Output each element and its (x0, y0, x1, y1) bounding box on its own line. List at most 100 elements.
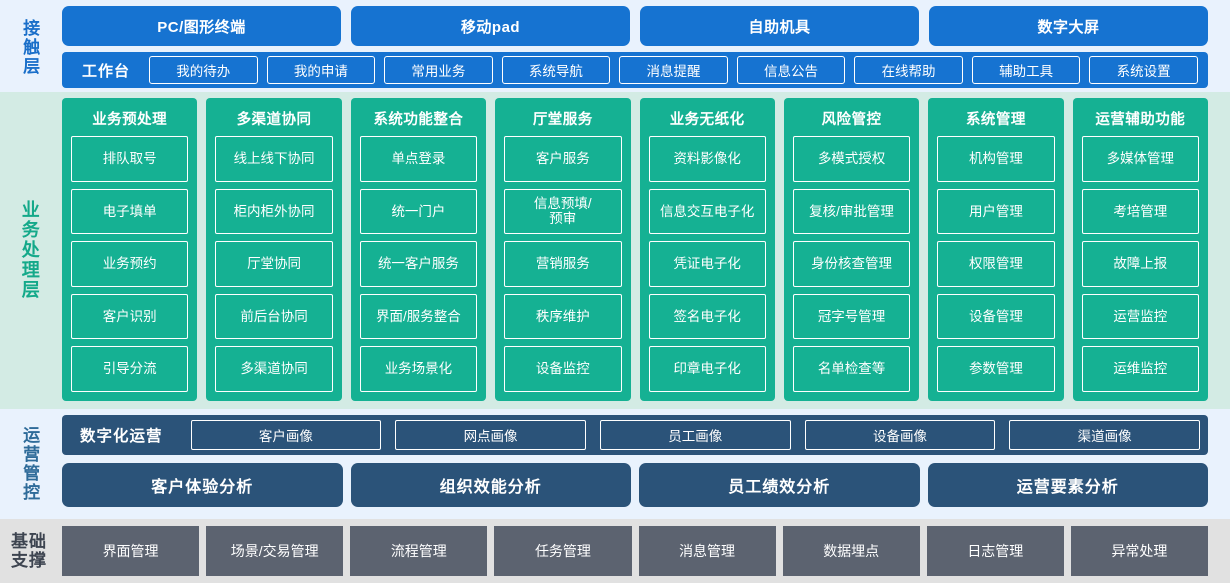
workbench-item-system-settings[interactable]: 系统设置 (1089, 56, 1198, 84)
business-cell[interactable]: 多媒体管理 (1081, 136, 1199, 182)
business-cell[interactable]: 厅堂协同 (215, 241, 333, 287)
workbench-item-system-nav[interactable]: 系统导航 (501, 56, 611, 84)
business-cell[interactable]: 柜内柜外协同 (215, 188, 333, 235)
channel-button-kiosk[interactable]: 自助机具 (640, 6, 919, 46)
business-cell[interactable]: 电子填单 (71, 188, 189, 235)
business-cell[interactable]: 信息交互电子化 (648, 188, 766, 235)
business-cell[interactable]: 身份核查管理 (792, 241, 911, 287)
portrait-branch[interactable]: 网点画像 (395, 420, 586, 450)
business-column-row: 业务预处理 排队取号 电子填单 业务预约 客户识别 引导分流 多渠道协同 线上线… (58, 98, 1230, 401)
portrait-customer[interactable]: 客户画像 (190, 420, 382, 450)
layer-contact-body: PC/图形终端 移动pad 自助机具 数字大屏 工作台 我的待办 我的申请 常用… (58, 6, 1230, 88)
business-cell[interactable]: 营销服务 (504, 241, 622, 287)
workbench-item-online-help[interactable]: 在线帮助 (854, 56, 963, 84)
business-cell[interactable]: 机构管理 (937, 136, 1055, 182)
business-cell[interactable]: 复核/审批管理 (792, 188, 911, 235)
channel-button-mobile[interactable]: 移动pad (351, 6, 630, 46)
business-cell[interactable]: 客户识别 (71, 293, 189, 340)
channel-button-bigscreen[interactable]: 数字大屏 (929, 6, 1208, 46)
column-title: 风险管控 (821, 112, 882, 128)
digital-operations-bar: 数字化运营 客户画像 网点画像 员工画像 设备画像 渠道画像 (62, 415, 1208, 455)
layer-operations-label-text: 运营管控 (20, 426, 40, 502)
business-cell[interactable]: 权限管理 (937, 241, 1055, 287)
business-cell[interactable]: 冠字号管理 (792, 293, 911, 340)
foundation-task-management[interactable]: 任务管理 (494, 526, 632, 576)
column-title: 业务预处理 (92, 112, 168, 128)
foundation-log-management[interactable]: 日志管理 (926, 526, 1064, 576)
analysis-org-efficiency[interactable]: 组织效能分析 (350, 463, 631, 507)
column-title: 厅堂服务 (532, 112, 593, 128)
workbench-title: 工作台 (82, 62, 131, 80)
workbench-item-announcement[interactable]: 信息公告 (736, 56, 846, 84)
channel-button-row: PC/图形终端 移动pad 自助机具 数字大屏 (58, 6, 1230, 46)
business-cell[interactable]: 统一门户 (359, 188, 478, 235)
layer-contact: 接触层 PC/图形终端 移动pad 自助机具 数字大屏 工作台 我的待办 我的申… (0, 0, 1230, 92)
layer-foundation-label-text: 基础 支撑 (11, 531, 47, 570)
workbench-item-message-alert[interactable]: 消息提醒 (619, 56, 728, 84)
business-cell[interactable]: 前后台协同 (215, 293, 333, 340)
column-title: 系统功能整合 (373, 112, 464, 128)
portrait-employee[interactable]: 员工画像 (599, 420, 791, 450)
business-cell[interactable]: 引导分流 (71, 346, 189, 392)
business-cell[interactable]: 资料影像化 (648, 136, 766, 182)
business-cell[interactable]: 参数管理 (937, 346, 1055, 392)
channel-button-pc[interactable]: PC/图形终端 (62, 6, 341, 46)
business-cell[interactable]: 信息预填/ 预审 (504, 188, 622, 235)
business-column-paperless: 业务无纸化 资料影像化 信息交互电子化 凭证电子化 签名电子化 印章电子化 (639, 98, 775, 401)
workbench-item-my-todo[interactable]: 我的待办 (149, 56, 258, 84)
foundation-scene-transaction-mgmt[interactable]: 场景/交易管理 (206, 526, 344, 576)
foundation-data-tracking[interactable]: 数据埋点 (782, 526, 920, 576)
business-cell[interactable]: 单点登录 (359, 136, 478, 182)
portrait-device[interactable]: 设备画像 (804, 420, 996, 450)
workbench-item-aux-tools[interactable]: 辅助工具 (971, 56, 1081, 84)
column-items: 多媒体管理 考培管理 故障上报 运营监控 运维监控 (1081, 136, 1199, 392)
workbench-item-my-application[interactable]: 我的申请 (266, 56, 376, 84)
business-cell[interactable]: 秩序维护 (504, 293, 622, 340)
business-cell[interactable]: 故障上报 (1081, 241, 1199, 287)
column-title: 业务无纸化 (669, 112, 745, 128)
foundation-row: 界面管理 场景/交易管理 流程管理 任务管理 消息管理 数据埋点 日志管理 异常… (62, 526, 1208, 576)
business-cell[interactable]: 考培管理 (1081, 188, 1199, 235)
business-cell[interactable]: 客户服务 (504, 136, 622, 182)
business-cell[interactable]: 业务预约 (71, 241, 189, 287)
digital-operations-title: 数字化运营 (80, 428, 163, 445)
business-cell[interactable]: 运营监控 (1081, 293, 1199, 340)
business-cell[interactable]: 印章电子化 (648, 346, 766, 392)
business-cell[interactable]: 多渠道协同 (215, 346, 333, 392)
business-cell[interactable]: 名单检查等 (792, 346, 911, 392)
business-cell[interactable]: 设备监控 (504, 346, 622, 392)
business-cell[interactable]: 运维监控 (1081, 346, 1199, 392)
workbench-item-common-business[interactable]: 常用业务 (384, 56, 493, 84)
foundation-ui-management[interactable]: 界面管理 (62, 526, 200, 576)
business-cell[interactable]: 线上线下协同 (215, 136, 333, 182)
layer-business-label: 业务处理层 (0, 98, 58, 401)
business-cell[interactable]: 凭证电子化 (648, 241, 766, 287)
business-cell[interactable]: 多模式授权 (792, 136, 911, 182)
business-cell[interactable]: 用户管理 (937, 188, 1055, 235)
layer-contact-label: 接触层 (0, 6, 58, 88)
layer-operations-label: 运营管控 (0, 415, 58, 513)
portrait-channel[interactable]: 渠道画像 (1009, 420, 1201, 450)
business-column-multichannel: 多渠道协同 线上线下协同 柜内柜外协同 厅堂协同 前后台协同 多渠道协同 (206, 98, 342, 401)
column-title: 运营辅助功能 (1095, 112, 1186, 128)
business-cell[interactable]: 统一客户服务 (359, 241, 478, 287)
analysis-employee-performance[interactable]: 员工绩效分析 (639, 463, 920, 507)
foundation-message-management[interactable]: 消息管理 (638, 526, 776, 576)
business-cell[interactable]: 设备管理 (937, 293, 1055, 340)
business-cell[interactable]: 签名电子化 (648, 293, 766, 340)
analysis-ops-elements[interactable]: 运营要素分析 (927, 463, 1208, 507)
column-items: 资料影像化 信息交互电子化 凭证电子化 签名电子化 印章电子化 (648, 136, 766, 392)
layer-business: 业务处理层 业务预处理 排队取号 电子填单 业务预约 客户识别 引导分流 多渠道… (0, 92, 1230, 409)
layer-foundation: 基础 支撑 界面管理 场景/交易管理 流程管理 任务管理 消息管理 数据埋点 日… (0, 519, 1230, 583)
foundation-process-management[interactable]: 流程管理 (350, 526, 488, 576)
analysis-row: 客户体验分析 组织效能分析 员工绩效分析 运营要素分析 (62, 463, 1208, 507)
business-cell[interactable]: 界面/服务整合 (359, 293, 478, 340)
analysis-customer-experience[interactable]: 客户体验分析 (62, 463, 343, 507)
column-items: 机构管理 用户管理 权限管理 设备管理 参数管理 (937, 136, 1055, 392)
business-cell[interactable]: 排队取号 (71, 136, 189, 182)
foundation-exception-handling[interactable]: 异常处理 (1070, 526, 1208, 576)
column-title: 系统管理 (965, 112, 1026, 128)
column-title: 多渠道协同 (236, 112, 312, 128)
business-cell[interactable]: 业务场景化 (359, 346, 478, 392)
